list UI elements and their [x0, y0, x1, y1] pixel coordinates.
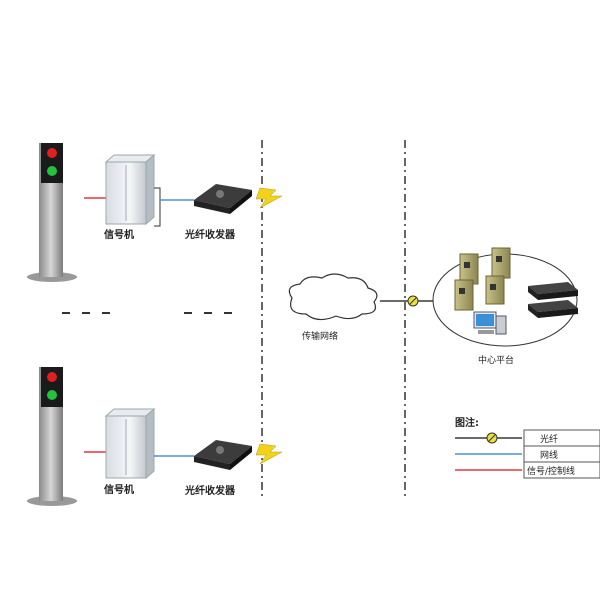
transceiver-icon [194, 440, 252, 470]
signal-machine-label: 信号机 [104, 483, 134, 496]
lightning-icon [255, 443, 283, 465]
traffic-light-pole-icon [27, 143, 77, 282]
signal-machine-label: 信号机 [104, 228, 134, 241]
fiber-transceiver-label: 光纤收发器 [184, 484, 236, 497]
fiber-coil-icon [407, 295, 419, 307]
legend-title: 图注: [455, 416, 479, 429]
switch-icon [528, 300, 578, 318]
cabinet-icon [104, 407, 156, 480]
network-wire-bracket [154, 187, 161, 227]
legend-item-label: 网线 [540, 449, 558, 461]
lightning-icon [255, 187, 283, 209]
server-icon [454, 279, 474, 311]
traffic-light-pole-icon [27, 367, 77, 506]
center-platform-label: 中心平台 [478, 354, 514, 366]
legend-item-label: 信号/控制线 [527, 465, 575, 477]
fiber-coil-icon [486, 432, 498, 444]
legend-item-label: 光纤 [540, 433, 558, 445]
switch-icon [528, 282, 578, 300]
server-icon [491, 247, 511, 279]
legend: 图注: 光纤 网线 信号/控制线 [455, 416, 600, 479]
cloud-icon [288, 273, 378, 321]
transceiver-icon [194, 184, 252, 214]
fiber-transceiver-label: 光纤收发器 [184, 228, 236, 241]
legend-box [523, 429, 600, 479]
cabinet-icon [104, 153, 156, 226]
server-icon [485, 275, 505, 305]
transport-network-label: 传输网络 [302, 330, 338, 342]
monitor-icon [473, 311, 507, 335]
